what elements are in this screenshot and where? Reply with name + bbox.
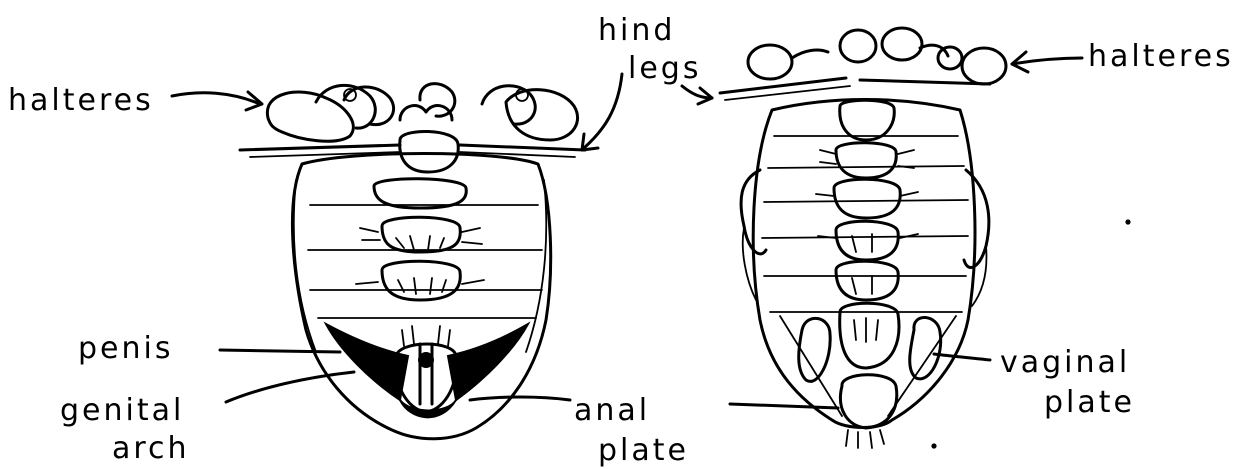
label-penis: penis xyxy=(78,331,173,366)
label-genital-arch-line1: genital xyxy=(60,393,184,428)
label-vaginal-plate-line2: plate xyxy=(1044,385,1135,420)
male-hind-leg-right xyxy=(460,145,585,150)
label-halteres-left: halteres xyxy=(8,83,154,118)
label-anal-plate-line2: plate xyxy=(598,433,689,468)
label-anal-plate-line1: anal xyxy=(574,393,650,428)
label-vaginal-plate-line1: vaginal xyxy=(1000,345,1130,380)
female-abdomen-outline xyxy=(753,100,975,428)
label-hind-legs-line1: hind xyxy=(598,13,675,48)
male-abdomen xyxy=(240,84,585,439)
label-hind-legs-line2: legs xyxy=(628,51,701,86)
female-anal-plate xyxy=(840,375,896,428)
female-halteres xyxy=(748,28,1006,84)
male-hind-leg-left xyxy=(240,145,400,150)
female-vaginal-plate-right xyxy=(910,317,941,378)
label-halteres-right: halteres xyxy=(1088,39,1234,74)
female-hind-leg xyxy=(720,78,846,93)
label-genital-arch-line2: arch xyxy=(112,431,190,466)
